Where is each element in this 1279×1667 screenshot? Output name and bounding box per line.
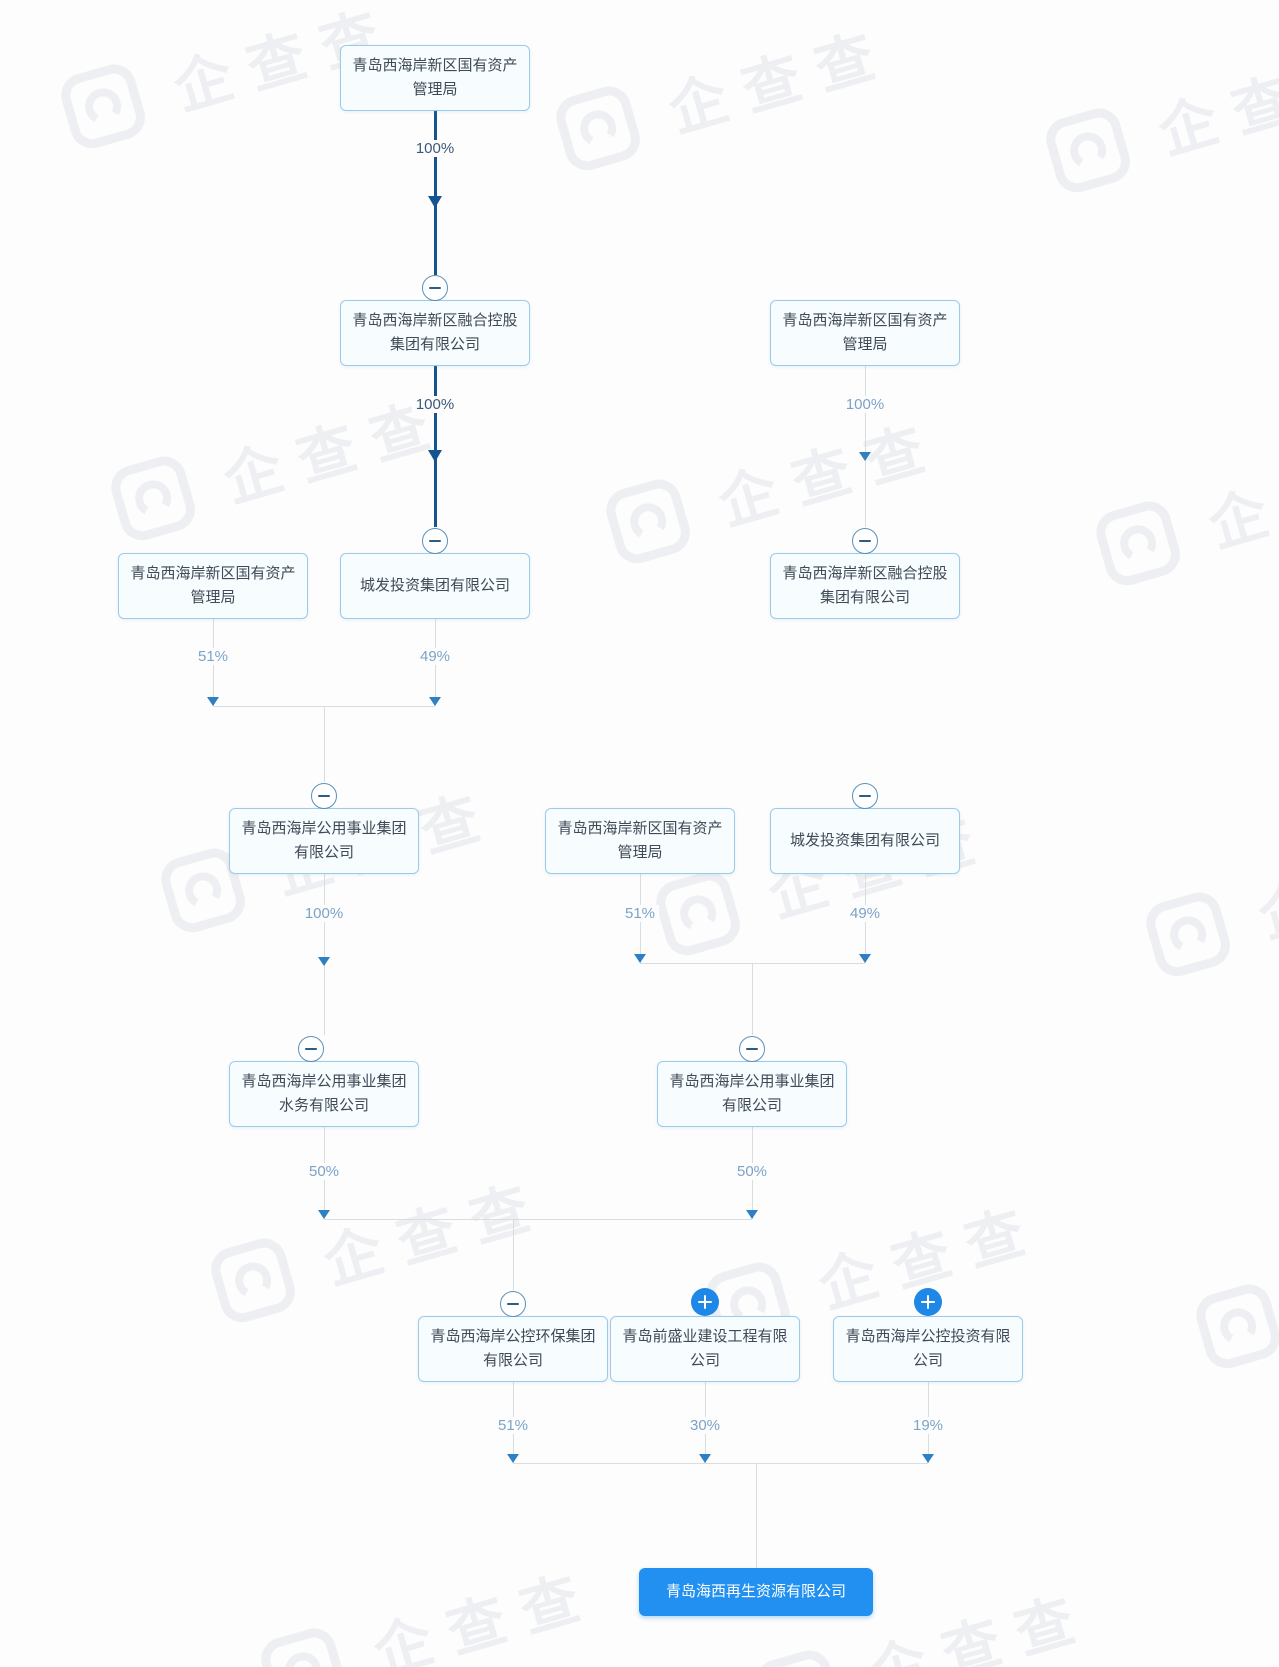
qichacha-logo-icon — [206, 1233, 301, 1328]
company-name: 青岛西海岸新区融合控股集团有限公司 — [352, 312, 518, 353]
company-node-chengfa-right[interactable]: 城发投资集团有限公司 — [770, 808, 960, 874]
arrow-down-icon — [428, 196, 442, 208]
connector-line — [434, 366, 437, 527]
company-name: 青岛西海岸公用事业集团有限公司 — [241, 820, 407, 861]
company-name: 青岛海西再生资源有限公司 — [665, 1583, 846, 1600]
arrow-down-icon — [859, 452, 871, 461]
arrow-down-icon — [922, 1454, 934, 1463]
arrow-down-icon — [429, 697, 441, 706]
ownership-percentage: 49% — [415, 648, 455, 665]
company-name: 青岛西海岸新区国有资产管理局 — [557, 820, 723, 861]
qichacha-logo-icon — [56, 59, 151, 154]
minus-toggle-icon[interactable] — [852, 528, 878, 554]
ownership-percentage: 51% — [193, 648, 233, 665]
ownership-percentage: 50% — [304, 1163, 344, 1180]
company-node-water-co[interactable]: 青岛西海岸公用事业集团水务有限公司 — [229, 1061, 419, 1127]
company-node-chengfa[interactable]: 城发投资集团有限公司 — [340, 553, 530, 619]
watermark: 企查查 — [550, 5, 900, 179]
minus-toggle-icon[interactable] — [739, 1036, 765, 1062]
watermark: 企查查 — [1040, 27, 1279, 201]
arrow-down-icon — [207, 697, 219, 706]
qichacha-logo-icon — [601, 474, 696, 569]
arrow-down-icon — [428, 450, 442, 462]
watermark: 企查查 — [1190, 1203, 1279, 1377]
arrow-down-icon — [634, 954, 646, 963]
arrow-down-icon — [699, 1454, 711, 1463]
minus-toggle-icon[interactable] — [852, 783, 878, 809]
minus-toggle-icon[interactable] — [298, 1036, 324, 1062]
company-name: 青岛西海岸公控环保集团有限公司 — [430, 1328, 596, 1369]
company-name: 青岛西海岸公用事业集团有限公司 — [669, 1073, 835, 1114]
company-node-root-saa[interactable]: 青岛西海岸新区国有资产管理局 — [340, 45, 530, 111]
company-node-utilities-group[interactable]: 青岛西海岸公用事业集团有限公司 — [229, 808, 419, 874]
qichacha-logo-icon — [1141, 887, 1236, 982]
minus-toggle-icon[interactable] — [311, 783, 337, 809]
minus-toggle-icon[interactable] — [422, 275, 448, 301]
watermark: 企查查 — [1090, 420, 1279, 594]
connector-line — [434, 111, 437, 275]
company-node-gongkong-invest[interactable]: 青岛西海岸公控投资有限公司 — [833, 1316, 1023, 1382]
company-node-qianshengye[interactable]: 青岛前盛业建设工程有限公司 — [610, 1316, 800, 1382]
connector-line — [324, 874, 325, 1035]
company-node-saa-left[interactable]: 青岛西海岸新区国有资产管理局 — [118, 553, 308, 619]
company-node-saa-right[interactable]: 青岛西海岸新区国有资产管理局 — [770, 300, 960, 366]
company-name: 青岛西海岸新区国有资产管理局 — [130, 565, 296, 606]
arrow-down-icon — [318, 1210, 330, 1219]
company-node-target-haixi[interactable]: 青岛海西再生资源有限公司 — [639, 1568, 873, 1616]
ownership-percentage: 49% — [845, 905, 885, 922]
plus-toggle-icon[interactable] — [914, 1288, 942, 1316]
company-name: 青岛前盛业建设工程有限公司 — [622, 1328, 788, 1369]
connector-line — [324, 706, 325, 782]
connector-line — [865, 366, 866, 527]
qichacha-logo-icon — [751, 1645, 846, 1667]
arrow-down-icon — [318, 957, 330, 966]
company-name: 青岛西海岸新区融合控股集团有限公司 — [782, 565, 948, 606]
company-node-utilities-right[interactable]: 青岛西海岸公用事业集团有限公司 — [657, 1061, 847, 1127]
company-name: 城发投资集团有限公司 — [359, 577, 510, 594]
company-node-ronghe-holding[interactable]: 青岛西海岸新区融合控股集团有限公司 — [340, 300, 530, 366]
ownership-percentage: 51% — [493, 1417, 533, 1434]
company-node-ronghe-right[interactable]: 青岛西海岸新区融合控股集团有限公司 — [770, 553, 960, 619]
ownership-percentage: 30% — [685, 1417, 725, 1434]
ownership-percentage: 100% — [411, 140, 459, 157]
qichacha-logo-icon — [551, 81, 646, 176]
connector-line — [513, 1219, 514, 1290]
minus-toggle-icon[interactable] — [422, 528, 448, 554]
arrow-down-icon — [859, 954, 871, 963]
company-name: 青岛西海岸新区国有资产管理局 — [782, 312, 948, 353]
arrow-down-icon — [507, 1454, 519, 1463]
company-name: 青岛西海岸公用事业集团水务有限公司 — [241, 1073, 407, 1114]
ownership-percentage: 100% — [300, 905, 348, 922]
watermark: 企查查 — [105, 375, 455, 549]
watermark: 企查查 — [600, 398, 950, 572]
qichacha-logo-icon — [1091, 496, 1186, 591]
connector-line — [752, 963, 753, 1035]
qichacha-logo-icon — [651, 866, 746, 961]
connector-line — [513, 1463, 928, 1464]
company-name: 青岛西海岸新区国有资产管理局 — [352, 57, 518, 98]
qichacha-logo-icon — [256, 1623, 351, 1667]
ownership-percentage: 100% — [411, 396, 459, 413]
arrow-down-icon — [746, 1210, 758, 1219]
qichacha-logo-icon — [1191, 1279, 1279, 1374]
ownership-percentage: 50% — [732, 1163, 772, 1180]
plus-toggle-icon[interactable] — [691, 1288, 719, 1316]
watermark: 企查查 — [1140, 811, 1279, 985]
qichacha-logo-icon — [1041, 103, 1136, 198]
company-node-saa-mid[interactable]: 青岛西海岸新区国有资产管理局 — [545, 808, 735, 874]
watermark: 企查查 — [255, 1547, 605, 1667]
qichacha-logo-icon — [106, 451, 201, 546]
minus-toggle-icon[interactable] — [500, 1291, 526, 1317]
company-node-env-group[interactable]: 青岛西海岸公控环保集团有限公司 — [418, 1316, 608, 1382]
connector-line — [324, 1219, 752, 1220]
ownership-percentage: 100% — [841, 396, 889, 413]
company-name: 城发投资集团有限公司 — [789, 832, 940, 849]
company-name: 青岛西海岸公控投资有限公司 — [845, 1328, 1011, 1369]
ownership-percentage: 51% — [620, 905, 660, 922]
ownership-percentage: 19% — [908, 1417, 948, 1434]
connector-line — [756, 1463, 757, 1568]
